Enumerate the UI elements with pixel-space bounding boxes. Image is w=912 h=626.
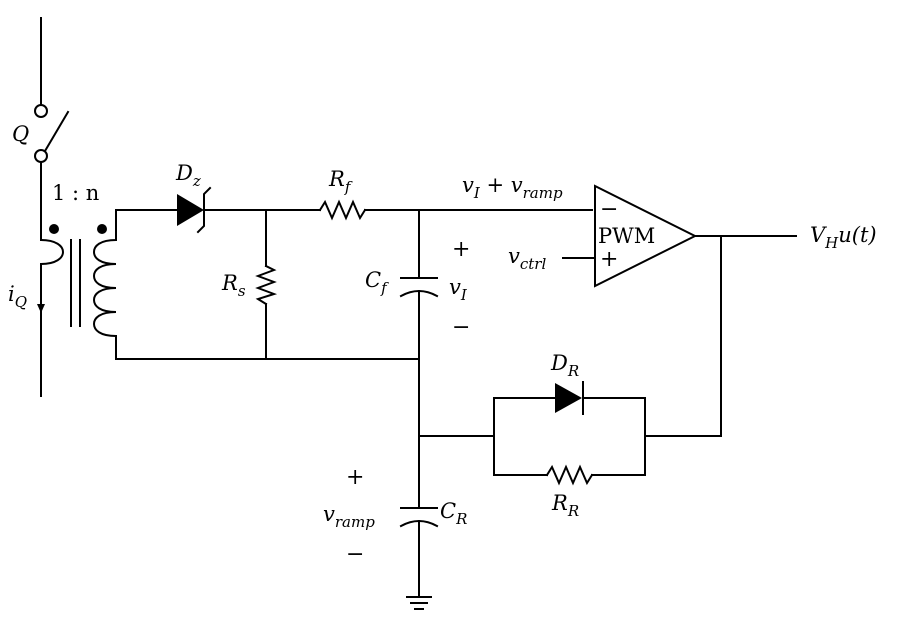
primary-winding bbox=[39, 238, 65, 266]
capacitor-cf bbox=[399, 209, 439, 360]
top-wire bbox=[115, 186, 593, 234]
resistor-rr bbox=[545, 464, 594, 486]
pwm-minus-sign: − bbox=[600, 197, 618, 222]
label-vctrl: vctrl bbox=[508, 244, 546, 273]
primary-side bbox=[34, 17, 70, 397]
ground-icon bbox=[406, 596, 432, 610]
label-cr: CR bbox=[440, 499, 467, 528]
label-cf: Cf bbox=[365, 268, 389, 297]
zener-diode-body bbox=[177, 194, 204, 226]
label-vi-minus: − bbox=[452, 315, 470, 340]
label-rs: Rs bbox=[221, 271, 246, 300]
secondary-winding bbox=[92, 209, 117, 360]
current-arrow bbox=[37, 304, 45, 313]
pwm-label: PWM bbox=[598, 224, 655, 248]
label-vramp-minus: − bbox=[346, 542, 364, 567]
primary-dot bbox=[49, 224, 59, 234]
transformer-core bbox=[70, 239, 81, 327]
switch-blade bbox=[43, 110, 70, 153]
ramp-network bbox=[418, 235, 722, 486]
secondary-dot bbox=[97, 224, 107, 234]
rs-branch bbox=[255, 209, 278, 360]
resistor-rs bbox=[255, 264, 278, 306]
label-vi: vI bbox=[449, 275, 468, 304]
pwm-plus-sign: + bbox=[600, 247, 618, 272]
label-zener-dz: Dz bbox=[175, 161, 201, 190]
label-turns-ratio: 1 : n bbox=[52, 181, 99, 205]
switch-terminal-top bbox=[34, 104, 48, 118]
pwm-comparator: PWM − + bbox=[562, 184, 797, 288]
label-vi-plus: + bbox=[452, 237, 470, 262]
cr-branch bbox=[399, 358, 439, 598]
label-switch-q: Q bbox=[12, 122, 29, 146]
label-output: VHu(t) bbox=[810, 223, 877, 252]
label-vi-plus-vramp: vI + vramp bbox=[462, 173, 563, 202]
label-current: iQ bbox=[8, 282, 27, 311]
diode-dr-body bbox=[555, 383, 582, 413]
label-dr: DR bbox=[550, 351, 579, 380]
label-vramp: vramp bbox=[323, 502, 375, 531]
label-rr: RR bbox=[551, 491, 579, 520]
label-rf: Rf bbox=[328, 167, 353, 196]
label-vramp-plus: + bbox=[346, 465, 364, 490]
resistor-rf bbox=[318, 199, 367, 221]
